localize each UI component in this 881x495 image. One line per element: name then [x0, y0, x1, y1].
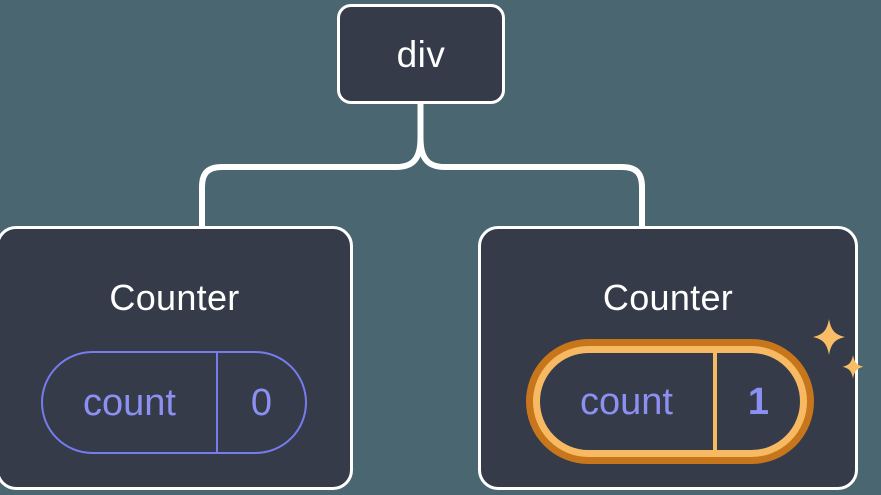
state-key-label: count: [83, 381, 176, 424]
node-counter-right-label: Counter: [602, 277, 734, 318]
state-value-label: 1: [747, 380, 770, 423]
state-value-label: 0: [250, 381, 273, 424]
node-counter-left[interactable]: Counter count 0: [0, 226, 353, 490]
sparkle-large-icon: [813, 319, 845, 355]
state-pill-count-right-highlighted[interactable]: count 1: [526, 339, 814, 464]
state-pill-count-left[interactable]: count 0: [41, 351, 307, 454]
state-pill-divider: [216, 353, 218, 452]
node-div-label: div: [396, 33, 446, 75]
node-counter-left-label: Counter: [109, 277, 240, 318]
state-pill-divider: [713, 353, 717, 450]
node-div[interactable]: div: [337, 4, 505, 104]
state-pill-inner: count 1: [533, 346, 807, 457]
state-key-label: count: [580, 380, 673, 423]
node-counter-right[interactable]: Counter count 1: [478, 226, 864, 490]
